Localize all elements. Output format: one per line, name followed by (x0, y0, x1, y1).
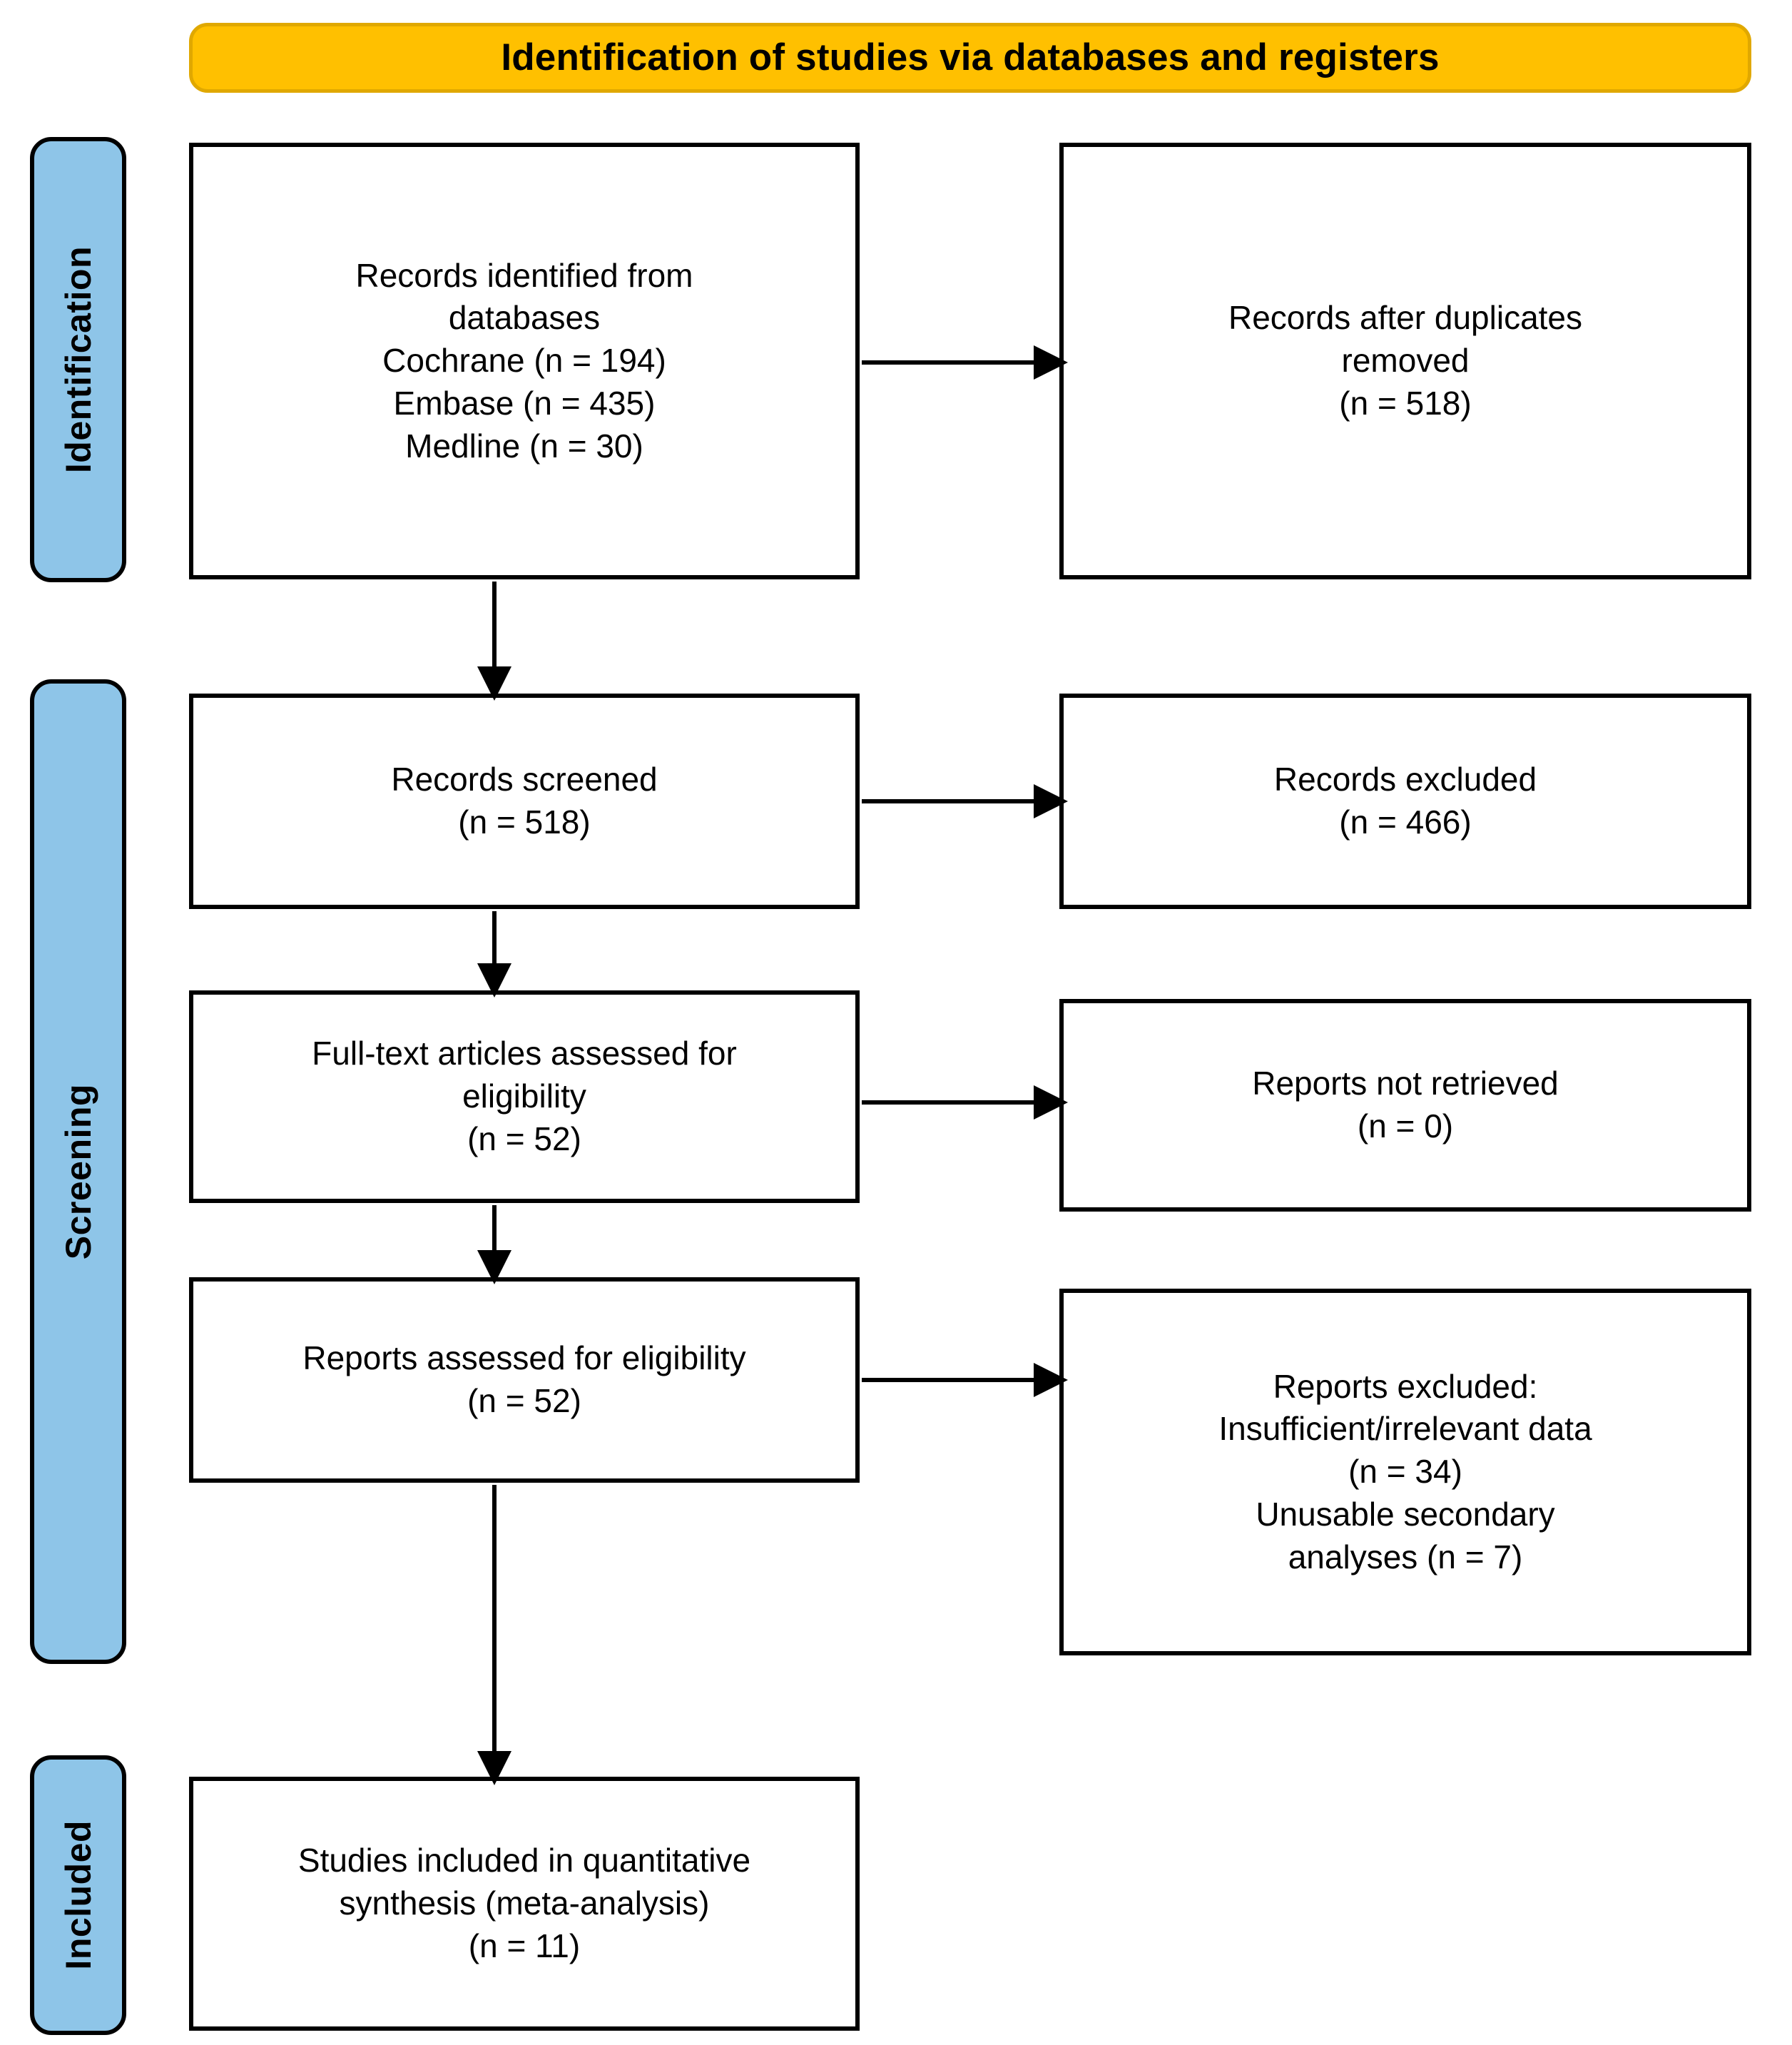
box-records-excluded: Records excluded (n = 466) (1059, 694, 1751, 909)
box-reports-assessed-for-eligibility: Reports assessed for eligibility (n = 52… (189, 1277, 860, 1483)
box-reports-excluded-text: Reports excluded: Insufficient/irrelevan… (1218, 1367, 1592, 1575)
box-studies-included: Studies included in quantitative synthes… (189, 1777, 860, 2031)
stage-label-included: Included (30, 1755, 126, 2035)
diagram-title-banner: Identification of studies via databases … (189, 23, 1751, 93)
box-reports-not-retrieved: Reports not retrieved (n = 0) (1059, 999, 1751, 1212)
box-reports-assessed-for-eligibility-text: Reports assessed for eligibility (n = 52… (302, 1339, 746, 1419)
box-reports-excluded: Reports excluded: Insufficient/irrelevan… (1059, 1289, 1751, 1655)
box-records-excluded-text: Records excluded (n = 466) (1273, 761, 1537, 841)
box-fulltext-articles-assessed-text: Full-text articles assessed for eligibil… (312, 1035, 737, 1157)
diagram-title-text: Identification of studies via databases … (501, 36, 1440, 78)
box-fulltext-articles-assessed: Full-text articles assessed for eligibil… (189, 990, 860, 1203)
stage-label-screening: Screening (30, 679, 126, 1664)
box-reports-not-retrieved-text: Reports not retrieved (n = 0) (1252, 1065, 1559, 1145)
box-records-after-duplicates-removed-text: Records after duplicates removed (n = 51… (1228, 299, 1583, 422)
box-records-identified: Records identified from databases Cochra… (189, 143, 860, 579)
stage-label-identification: Identification (30, 137, 126, 582)
box-records-screened-text: Records screened (n = 518) (391, 761, 658, 841)
box-studies-included-text: Studies included in quantitative synthes… (297, 1842, 751, 1964)
box-records-identified-text: Records identified from databases Cochra… (355, 256, 693, 465)
box-records-screened: Records screened (n = 518) (189, 694, 860, 909)
